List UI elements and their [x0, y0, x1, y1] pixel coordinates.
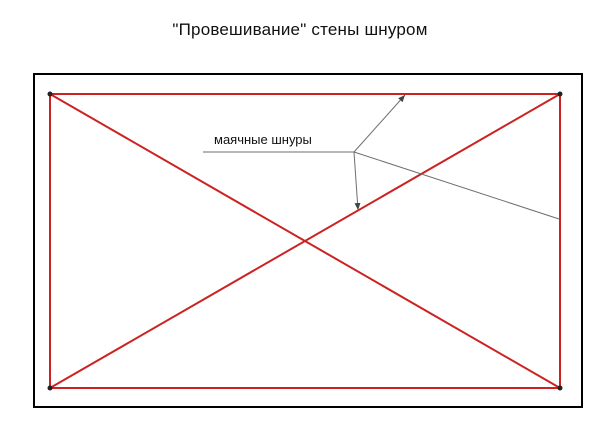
- nail-top-left: [47, 91, 53, 97]
- nail-bottom-right: [557, 385, 563, 391]
- leader-pointer-top: [353, 94, 406, 153]
- cord-frame: [49, 93, 561, 389]
- nail-top-right: [557, 91, 563, 97]
- leader-pointer-diagonal: [353, 151, 361, 211]
- diagonal-cord-2: [49, 93, 561, 389]
- page-title: "Провешивание" стены шнуром: [172, 20, 428, 39]
- wall-outline: [33, 73, 583, 408]
- nail-bottom-left: [47, 385, 53, 391]
- leader-label: маячные шнуры: [214, 132, 312, 147]
- leader-pointer-side: [353, 151, 560, 220]
